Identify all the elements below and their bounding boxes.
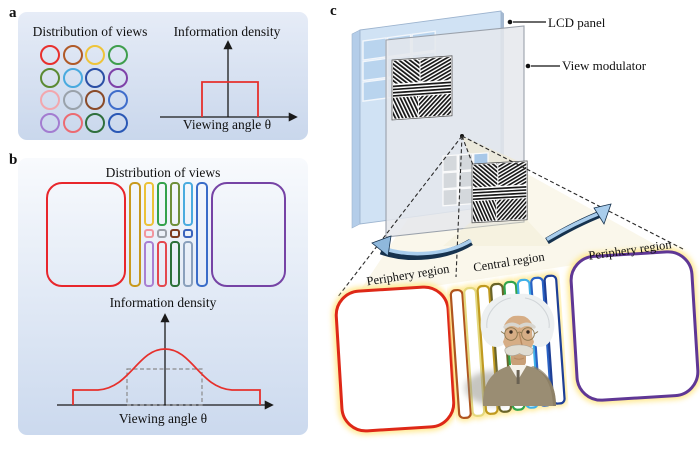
panel-a-density-title: Information density	[173, 24, 281, 39]
view-circle	[40, 45, 60, 65]
view-bar-segment	[157, 229, 167, 238]
view-circle	[85, 90, 106, 111]
view-bar-column	[183, 182, 193, 287]
view-bar-column	[157, 182, 167, 287]
view-modulator-callout-label: View modulator	[562, 58, 647, 73]
central-view-bars	[129, 182, 208, 287]
view-bar-segment	[183, 182, 193, 226]
view-circle	[108, 90, 129, 111]
panel-b-views-title: Distribution of views	[105, 165, 221, 180]
view-bar-segment	[144, 182, 154, 226]
view-bar-segment	[170, 182, 180, 226]
view-circle	[40, 113, 60, 134]
view-circle	[62, 90, 83, 111]
view-circle	[108, 67, 129, 88]
view-bar-segment	[144, 241, 154, 287]
inset-fingerprint-pattern	[471, 160, 528, 224]
view-bar-segment	[144, 229, 154, 238]
label-leader-lines	[513, 21, 560, 67]
view-circle	[108, 45, 129, 65]
periphery-view-rect-left	[46, 182, 126, 287]
panel-a: Distribution of views Information densit…	[18, 12, 308, 140]
flat-top-density-curve	[201, 81, 259, 117]
panel-a-label: a	[9, 5, 17, 21]
density-plot-foveated	[57, 313, 274, 410]
central-zone-dashed-box	[126, 368, 203, 406]
view-circle	[40, 67, 60, 88]
panel-b-label: b	[9, 152, 18, 168]
view-circle	[62, 45, 83, 65]
panel-c-label: c	[330, 3, 337, 19]
view-bar-segment	[157, 182, 167, 226]
view-circle	[62, 67, 83, 88]
panel-a-xlabel: Viewing angle θ	[182, 117, 272, 132]
foveated-density-curve	[72, 348, 261, 405]
view-bar	[129, 182, 141, 287]
periphery-region-rect-left	[334, 285, 456, 433]
view-bar-column	[170, 182, 180, 287]
view-bar-segment	[157, 241, 167, 287]
rotation-arrow-right-icon	[545, 203, 612, 245]
lcd-callout-dot	[507, 19, 513, 25]
panel-b-xlabel: Viewing angle θ	[118, 411, 208, 426]
view-bar-segment	[183, 241, 193, 287]
view-bar-segment	[183, 229, 193, 238]
view-bar-column	[144, 182, 154, 287]
lcd-panel-callout-label: LCD panel	[548, 15, 606, 30]
view-circle	[62, 113, 83, 134]
periphery-view-rect-right	[211, 182, 286, 287]
view-bar-segment	[170, 229, 180, 238]
panel-b: Distribution of views Information densit…	[18, 158, 308, 435]
density-plot-flat	[160, 40, 298, 122]
view-circle	[85, 45, 106, 65]
periphery-region-rect-right	[569, 250, 700, 402]
fingerprint-pattern	[391, 55, 453, 121]
panel-b-density-title: Information density	[109, 295, 217, 310]
view-circle	[108, 113, 129, 134]
view-circle-grid	[40, 45, 129, 134]
view-bar	[196, 182, 208, 287]
einstein-portrait	[465, 293, 556, 406]
view-circle	[85, 67, 106, 88]
rotation-arrow-left-icon	[371, 235, 473, 260]
view-distribution-bars	[46, 182, 286, 287]
inset-subpixel-grid	[442, 152, 489, 207]
panel-c-illustration	[332, 10, 700, 435]
view-circle	[40, 90, 60, 111]
viewing-ray-lines	[336, 135, 684, 299]
view-bar-segment	[170, 241, 180, 287]
modulator-callout-dot	[525, 63, 531, 69]
view-circle	[85, 113, 106, 134]
panel-a-views-title: Distribution of views	[32, 24, 148, 39]
